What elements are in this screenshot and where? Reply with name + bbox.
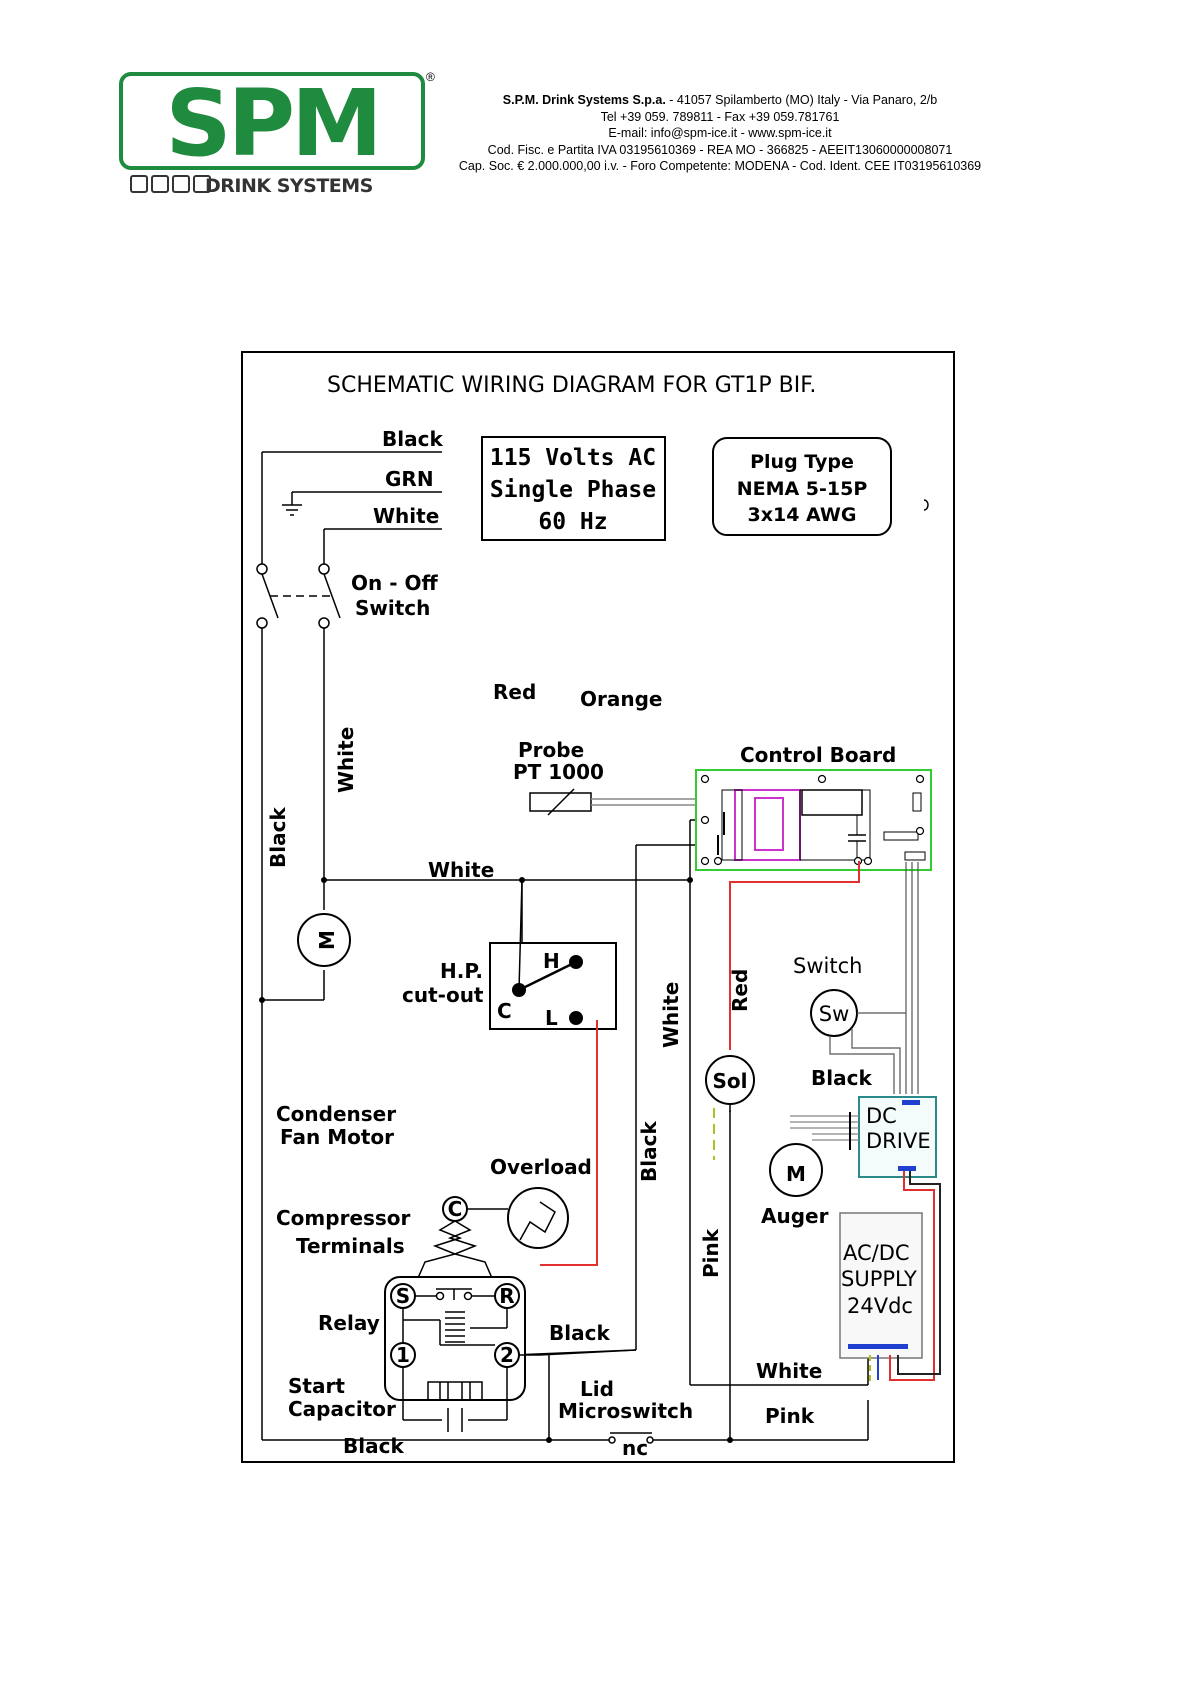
label-white-vertical: White <box>334 727 358 793</box>
power-line-2: Single Phase <box>490 477 656 503</box>
cup-icon <box>172 175 190 193</box>
drop-icon <box>151 175 169 193</box>
red-wire-overload <box>540 1020 598 1266</box>
control-board <box>695 769 932 871</box>
label-sol: Sol <box>713 1069 748 1093</box>
company-phone: Tel +39 059. 789811 - Fax +39 059.781761 <box>600 109 840 124</box>
motor-m-label: M <box>315 930 339 950</box>
label-auger: Auger <box>761 1204 829 1228</box>
label-probe-2: PT 1000 <box>513 760 604 784</box>
label-hp-h: H <box>543 949 560 973</box>
label-orange: Orange <box>580 687 662 711</box>
label-onoff-2: Switch <box>355 596 430 620</box>
label-term-r: R <box>499 1284 514 1308</box>
logo-text: SPM <box>165 70 382 177</box>
auger-m-label: M <box>786 1162 806 1186</box>
power-line-3: 60 Hz <box>538 509 607 535</box>
company-name: S.P.M. Drink Systems S.p.a. <box>502 93 666 107</box>
dc-drive <box>858 1096 937 1178</box>
hp-cutout <box>489 942 617 1030</box>
acdc-supply <box>839 1212 923 1359</box>
label-acdc-3: 24Vdc <box>847 1294 913 1318</box>
label-black-bottom: Black <box>343 1434 404 1458</box>
label-overload: Overload <box>490 1155 592 1179</box>
power-line-1: 115 Volts AC <box>490 445 656 471</box>
lid-microswitch <box>608 1436 616 1444</box>
label-term-2: 2 <box>500 1343 514 1367</box>
plug-line-1: Plug Type <box>750 451 854 473</box>
label-condenser-2: Fan Motor <box>280 1125 394 1149</box>
label-control-board: Control Board <box>740 743 896 767</box>
power-box <box>481 436 666 541</box>
label-red-vertical: Red <box>728 969 752 1012</box>
label-red: Red <box>493 680 536 704</box>
diagram-title: SCHEMATIC WIRING DIAGRAM FOR GT1P BIF. <box>327 373 816 398</box>
on-off-switch <box>256 563 341 629</box>
auger-motor <box>769 1143 823 1197</box>
label-compressor-2: Terminals <box>296 1234 405 1258</box>
label-black-dc: Black <box>811 1066 872 1090</box>
label-term-c: C <box>448 1197 463 1221</box>
main-wires <box>261 628 869 1441</box>
logo-icons <box>130 175 211 197</box>
label-lid-1: Lid <box>580 1377 614 1401</box>
label-white-mid-vertical: White <box>659 982 683 1048</box>
plug-line-2: NEMA 5-15P <box>737 478 868 500</box>
label-pink-vertical: Pink <box>699 1228 723 1278</box>
plug-line-3: 3x14 AWG <box>748 504 857 526</box>
label-lid-2: Microswitch <box>558 1399 693 1423</box>
label-switch: Switch <box>793 954 862 978</box>
label-hp-2: cut-out <box>402 983 484 1007</box>
label-black-top: Black <box>382 427 443 451</box>
label-hp-l: L <box>545 1006 558 1030</box>
company-address: - 41057 Spilamberto (MO) Italy - Via Pan… <box>669 93 938 107</box>
label-black-relay: Black <box>549 1321 610 1345</box>
label-compressor-1: Compressor <box>276 1206 411 1230</box>
label-relay: Relay <box>318 1311 380 1335</box>
company-info: S.P.M. Drink Systems S.p.a. - 41057 Spil… <box>395 92 1045 175</box>
label-onoff-1: On - Off <box>351 571 438 595</box>
diagram-frame <box>241 351 955 1463</box>
condenser-fan-motor <box>297 913 351 967</box>
fan-icon <box>130 175 148 193</box>
plug-box <box>712 437 892 536</box>
label-dc-2: DRIVE <box>866 1129 931 1153</box>
label-start-1: Start <box>288 1374 345 1398</box>
supply-wires <box>261 451 442 565</box>
red-wire-solenoid <box>729 861 860 1050</box>
label-acdc-2: SUPPLY <box>841 1267 917 1291</box>
company-capital: Cap. Soc. € 2.000.000,00 i.v. - Foro Com… <box>458 159 982 173</box>
registered-mark: ® <box>426 70 435 84</box>
label-white-bottom: White <box>756 1359 822 1383</box>
label-term-s: S <box>396 1284 410 1308</box>
label-black-vertical: Black <box>266 807 290 868</box>
label-sw: Sw <box>819 1002 850 1026</box>
label-start-2: Capacitor <box>288 1397 396 1421</box>
label-dc-1: DC <box>866 1104 897 1128</box>
label-condenser-1: Condenser <box>276 1102 396 1126</box>
label-acdc-1: AC/DC <box>843 1241 910 1265</box>
overload-protector <box>507 1187 569 1249</box>
label-grn: GRN <box>385 467 434 491</box>
label-hp-1: H.P. <box>440 959 483 983</box>
spm-logo: SPM <box>119 72 425 174</box>
label-term-1: 1 <box>396 1343 410 1367</box>
company-email: E-mail: info@spm-ice.it - www.spm-ice.it <box>608 126 832 140</box>
label-hp-c: C <box>497 999 512 1023</box>
label-black-mid-vertical: Black <box>637 1121 661 1182</box>
bottle-icon <box>193 175 211 193</box>
logo-subtitle: DRINK SYSTEMS <box>205 175 373 197</box>
label-white-top: White <box>373 504 439 528</box>
label-nc: nc <box>622 1436 648 1460</box>
company-tax: Cod. Fisc. e Partita IVA 03195610369 - R… <box>487 142 953 157</box>
label-white-horizontal: White <box>428 858 494 882</box>
label-probe-1: Probe <box>518 738 584 762</box>
label-pink-bottom: Pink <box>765 1404 815 1428</box>
